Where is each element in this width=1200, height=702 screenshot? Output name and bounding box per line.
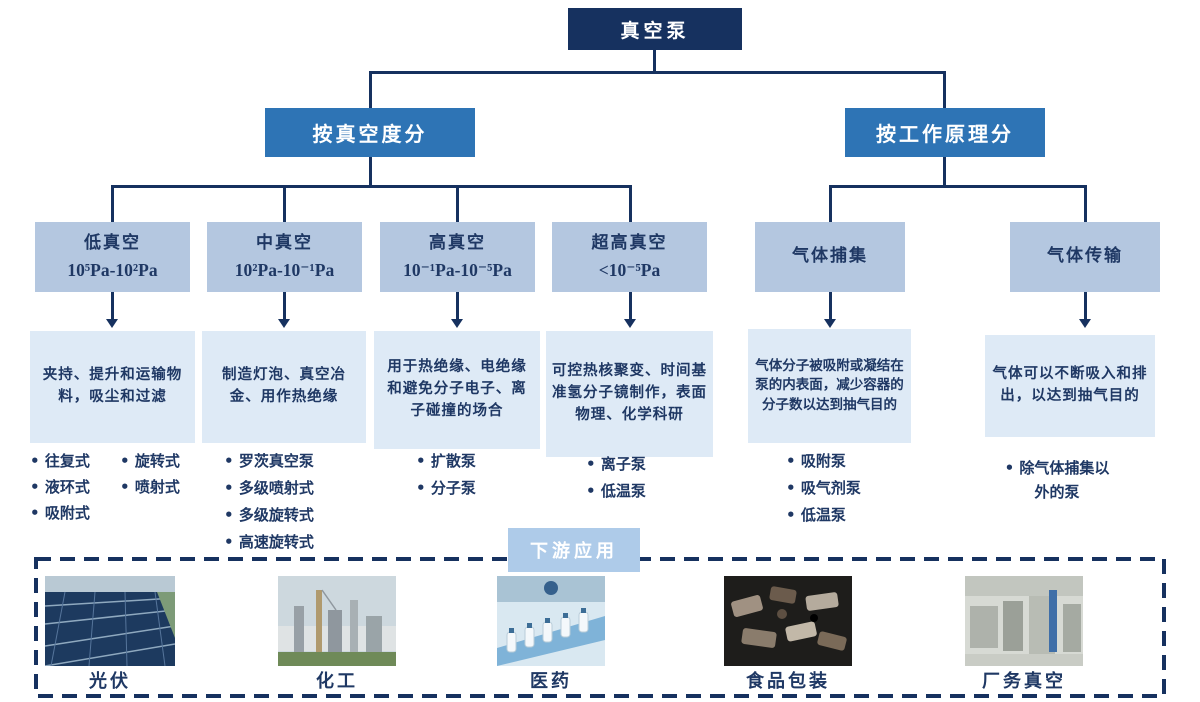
description-text: 可控热核聚变、时间基准氢分子镜制作，表面物理、化学科研 bbox=[552, 363, 707, 423]
connector-drop bbox=[456, 185, 459, 222]
category-title: 中真空 bbox=[256, 233, 313, 254]
category-gas-capture: 气体捕集 bbox=[755, 222, 905, 292]
description-text: 制造灯泡、真空冶金、用作热绝缘 bbox=[222, 367, 346, 405]
connector-drop bbox=[1084, 185, 1087, 222]
connector-drop bbox=[629, 185, 632, 222]
description-low-vacuum: 夹持、提升和运输物料，吸尘和过滤 bbox=[30, 331, 195, 443]
category-high-vacuum: 高真空 10⁻¹Pa-10⁻⁵Pa bbox=[380, 222, 535, 292]
connector-root-stem bbox=[653, 50, 656, 73]
pump-type-item: 扩散泵 bbox=[416, 452, 476, 470]
app-label-pharma: 医药 bbox=[530, 671, 572, 692]
connector-branch-bar bbox=[369, 71, 946, 74]
category-title: 气体传输 bbox=[1047, 246, 1123, 267]
pump-type-item: 吸附式 bbox=[30, 504, 120, 522]
connector-drop bbox=[283, 185, 286, 222]
pump-type-item: 喷射式 bbox=[120, 478, 210, 496]
arrow-line bbox=[283, 292, 286, 320]
description-text: 夹持、提升和运输物料，吸尘和过滤 bbox=[42, 367, 183, 405]
facility-vacuum-photo bbox=[965, 576, 1083, 666]
downstream-applications-tag: 下游应用 bbox=[508, 528, 640, 572]
down-arrow-icon bbox=[824, 319, 836, 328]
pump-type-item: 吸气剂泵 bbox=[786, 479, 861, 497]
chemical-plant-photo bbox=[278, 576, 396, 666]
pump-type-item: 多级喷射式 bbox=[224, 479, 314, 497]
connector-drop bbox=[943, 71, 946, 108]
pump-type-item: 吸附泵 bbox=[786, 452, 861, 470]
category-title: 低真空 bbox=[84, 233, 141, 254]
category-title: 气体捕集 bbox=[792, 246, 868, 267]
food-packaging-photo bbox=[724, 576, 852, 666]
arrow-line bbox=[456, 292, 459, 320]
branch-label: 按工作原理分 bbox=[876, 122, 1014, 146]
root-label: 真空泵 bbox=[620, 19, 690, 42]
app-label-photovoltaic: 光伏 bbox=[89, 671, 131, 692]
down-arrow-icon bbox=[624, 319, 636, 328]
pump-list-gas-capture: 吸附泵 吸气剂泵 低温泵 bbox=[786, 452, 861, 533]
pump-type-item: 旋转式 bbox=[120, 452, 210, 470]
connector-right-bar bbox=[829, 185, 1087, 188]
pump-type-item: 罗茨真空泵 bbox=[224, 452, 314, 470]
pump-list-high-vacuum: 扩散泵 分子泵 bbox=[416, 452, 476, 506]
arrow-line bbox=[629, 292, 632, 320]
pump-type-item: 高速旋转式 bbox=[224, 533, 314, 551]
pump-list-medium-vacuum: 罗茨真空泵 多级喷射式 多级旋转式 高速旋转式 bbox=[224, 452, 314, 560]
downstream-title: 下游应用 bbox=[530, 541, 618, 562]
connector-drop bbox=[829, 185, 832, 222]
description-text: 气体分子被吸附或凝结在泵的内表面，减少容器的分子数以达到抽气目的 bbox=[755, 358, 904, 413]
arrow-line bbox=[829, 292, 832, 320]
pump-list-low-vacuum: 往复式 旋转式 液环式 喷射式 吸附式 bbox=[30, 452, 210, 530]
pump-list-gas-transfer: 除气体捕集以外的泵 bbox=[1002, 456, 1112, 513]
app-label-chemical: 化工 bbox=[316, 671, 358, 692]
root-node: 真空泵 bbox=[568, 8, 742, 50]
category-range: 10⁵Pa-10²Pa bbox=[67, 259, 158, 280]
pump-list-ultra-high-vacuum: 离子泵 低温泵 bbox=[586, 455, 646, 509]
arrow-line bbox=[111, 292, 114, 320]
down-arrow-icon bbox=[451, 319, 463, 328]
pump-type-item: 离子泵 bbox=[586, 455, 646, 473]
pump-type-item: 低温泵 bbox=[586, 482, 646, 500]
description-ultra-high-vacuum: 可控热核聚变、时间基准氢分子镜制作，表面物理、化学科研 bbox=[546, 331, 713, 457]
category-ultra-high-vacuum: 超高真空 <10⁻⁵Pa bbox=[552, 222, 707, 292]
branch-by-working-principle: 按工作原理分 bbox=[845, 108, 1045, 157]
description-high-vacuum: 用于热绝缘、电绝缘和避免分子电子、离子碰撞的场合 bbox=[374, 331, 540, 449]
connector-drop bbox=[111, 185, 114, 222]
branch-by-vacuum-degree: 按真空度分 bbox=[265, 108, 475, 157]
arrow-line bbox=[1084, 292, 1087, 320]
category-gas-transfer: 气体传输 bbox=[1010, 222, 1160, 292]
pump-type-item: 分子泵 bbox=[416, 479, 476, 497]
description-text: 气体可以不断吸入和排出，以达到抽气目的 bbox=[992, 366, 1148, 404]
pump-type-item: 除气体捕集以外的泵 bbox=[1002, 456, 1112, 504]
down-arrow-icon bbox=[1079, 319, 1091, 328]
pump-type-item: 液环式 bbox=[30, 478, 120, 496]
connector-right-stem bbox=[943, 157, 946, 185]
branch-label: 按真空度分 bbox=[312, 122, 428, 146]
description-gas-transfer: 气体可以不断吸入和排出，以达到抽气目的 bbox=[985, 335, 1155, 437]
down-arrow-icon bbox=[106, 319, 118, 328]
connector-drop bbox=[369, 71, 372, 108]
connector-left-bar bbox=[111, 185, 632, 188]
description-medium-vacuum: 制造灯泡、真空冶金、用作热绝缘 bbox=[202, 331, 366, 443]
app-label-facility-vacuum: 厂务真空 bbox=[982, 671, 1066, 692]
category-range: 10²Pa-10⁻¹Pa bbox=[234, 259, 335, 280]
app-label-food-packaging: 食品包装 bbox=[746, 671, 830, 692]
connector-left-stem bbox=[369, 157, 372, 185]
pump-type-item: 低温泵 bbox=[786, 506, 861, 524]
category-range: <10⁻⁵Pa bbox=[598, 259, 661, 280]
pharma-production-photo bbox=[497, 576, 605, 666]
category-title: 高真空 bbox=[429, 233, 486, 254]
down-arrow-icon bbox=[278, 319, 290, 328]
category-medium-vacuum: 中真空 10²Pa-10⁻¹Pa bbox=[207, 222, 362, 292]
category-title: 超高真空 bbox=[591, 233, 668, 254]
description-text: 用于热绝缘、电绝缘和避免分子电子、离子碰撞的场合 bbox=[387, 359, 527, 419]
category-range: 10⁻¹Pa-10⁻⁵Pa bbox=[403, 259, 512, 280]
solar-farm-photo bbox=[45, 576, 175, 666]
category-low-vacuum: 低真空 10⁵Pa-10²Pa bbox=[35, 222, 190, 292]
description-gas-capture: 气体分子被吸附或凝结在泵的内表面，减少容器的分子数以达到抽气目的 bbox=[748, 329, 911, 443]
pump-type-item: 往复式 bbox=[30, 452, 120, 470]
pump-type-item: 多级旋转式 bbox=[224, 506, 314, 524]
